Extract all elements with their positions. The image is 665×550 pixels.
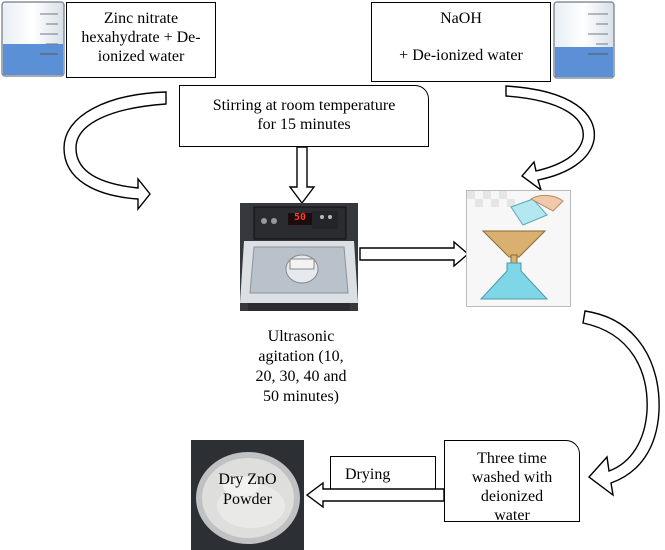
washing-line-3: deionized [480,488,544,505]
beaker-icon-right [553,1,615,79]
beaker-liquid [555,47,613,77]
curved-arrow-left [63,91,167,211]
zinc-nitrate-line-3: ionized water [97,48,185,65]
curved-arrow-right [505,85,596,192]
filtration-image [466,190,571,307]
beaker-liquid [3,44,63,75]
washing-box: Three time washed with deionized water [444,440,580,522]
zno-powder-photo: Dry ZnO Powder [191,440,304,550]
naoh-box: NaOH + De-ionized water [371,2,551,82]
ultrasonic-display: 50 [293,212,307,223]
naoh-line-1: NaOH [440,10,482,27]
washing-line-4: water [494,507,530,522]
zinc-nitrate-line-1: Zinc nitrate [103,10,179,27]
ultrasonic-line-4: 50 minutes) [263,388,339,405]
drying-box: Drying [330,456,436,492]
ultrasonic-line-1: Ultrasonic [267,328,335,345]
arrow-right-to-filter [359,240,470,268]
washing-line-2: washed with [471,469,553,486]
zno-line-2: Powder [223,491,272,508]
stirring-line-2: for 15 minutes [257,116,351,133]
zinc-nitrate-line-2: hexahydrate + De- [81,29,201,46]
arrow-down [288,146,316,205]
curved-arrow-down-right [582,310,660,497]
drying-label: Drying [345,466,391,483]
zno-powder-label: Dry ZnO Powder [191,470,304,510]
zinc-nitrate-box: Zinc nitrate hexahydrate + De- ionized w… [66,2,216,78]
beaker-icon-left [1,1,65,77]
stirring-line-1: Stirring at room temperature [212,97,396,114]
naoh-line-2: + De-ionized water [399,47,523,64]
stirring-box: Stirring at room temperature for 15 minu… [179,85,429,147]
arrow-left-to-product [305,481,445,509]
ultrasonic-bath-photo: 50 [240,203,358,311]
ultrasonic-label: Ultrasonic agitation (10, 20, 30, 40 and… [246,327,356,407]
ultrasonic-line-3: 20, 30, 40 and [255,368,347,385]
washing-line-1: Three time [477,450,547,467]
ultrasonic-line-2: agitation (10, [258,348,344,365]
zno-line-1: Dry ZnO [218,471,277,488]
